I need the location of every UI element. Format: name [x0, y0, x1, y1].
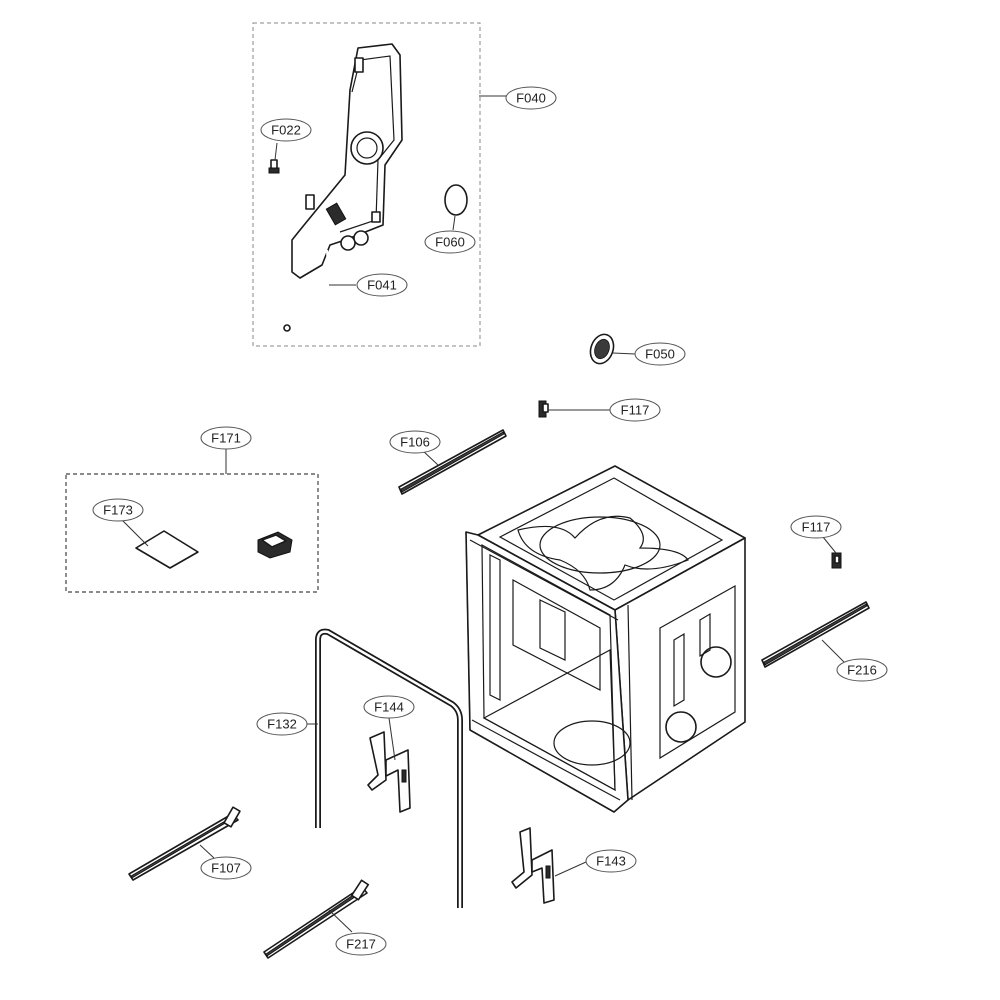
callout-f107[interactable]: F107	[200, 856, 252, 880]
part-tub-assembly[interactable]	[465, 465, 746, 813]
callout-f041[interactable]: F041	[356, 273, 408, 297]
callout-f106[interactable]: F106	[389, 430, 441, 454]
part-f144-hinge[interactable]	[367, 731, 411, 813]
part-f216-rail[interactable]	[761, 601, 870, 668]
callout-f216[interactable]: F216	[836, 658, 888, 682]
callout-label: F171	[211, 431, 241, 446]
callout-f022[interactable]: F022	[260, 118, 312, 142]
callout-f040[interactable]: F040	[505, 86, 557, 110]
callout-label: F132	[267, 717, 297, 732]
callout-label: F050	[645, 347, 675, 362]
part-f173-sheet[interactable]	[135, 530, 199, 569]
callout-f217[interactable]: F217	[335, 932, 387, 956]
callout-label: F216	[847, 663, 877, 678]
callout-label: F040	[516, 91, 546, 106]
callout-f171[interactable]: F171	[200, 426, 252, 450]
callout-label: F144	[374, 700, 404, 715]
callout-f132[interactable]: F132	[256, 712, 308, 736]
part-f060-o-ring[interactable]	[444, 184, 468, 216]
part-f132-gasket[interactable]	[315, 628, 463, 908]
part-f022-screw[interactable]	[268, 159, 280, 174]
callout-f117-right[interactable]: F117	[790, 515, 842, 539]
callout-label: F117	[802, 520, 831, 535]
callout-f144[interactable]: F144	[363, 695, 415, 719]
part-f040-cover-plate[interactable]	[291, 43, 403, 279]
part-f107-rail[interactable]	[128, 806, 241, 881]
assembly-frame-f040	[252, 22, 481, 347]
part-f143-hinge[interactable]	[511, 827, 555, 904]
part-f041-hose[interactable]	[283, 249, 332, 332]
kit-frame-f171	[65, 473, 319, 593]
part-kit-block[interactable]	[257, 531, 293, 559]
callout-label: F022	[271, 123, 301, 138]
callout-label: F041	[367, 278, 397, 293]
callout-label: F217	[346, 937, 376, 952]
part-f106-rail[interactable]	[398, 429, 507, 495]
callout-f173[interactable]: F173	[92, 498, 144, 522]
part-f117-clip-right[interactable]	[831, 552, 842, 569]
callout-label: F143	[596, 854, 626, 869]
callout-label: F117	[621, 403, 650, 418]
callout-f050[interactable]: F050	[634, 342, 686, 366]
callout-label: F173	[103, 503, 133, 518]
callout-label: F106	[400, 435, 430, 450]
part-f117-clip-top[interactable]	[538, 400, 549, 418]
callout-f117-top[interactable]: F117	[609, 398, 661, 422]
callout-f143[interactable]: F143	[585, 849, 637, 873]
part-f050-disc[interactable]	[587, 331, 618, 367]
callout-label: F060	[435, 235, 465, 250]
callout-label: F107	[211, 861, 241, 876]
callout-f060[interactable]: F060	[424, 230, 476, 254]
part-f217-rail[interactable]	[263, 879, 370, 959]
